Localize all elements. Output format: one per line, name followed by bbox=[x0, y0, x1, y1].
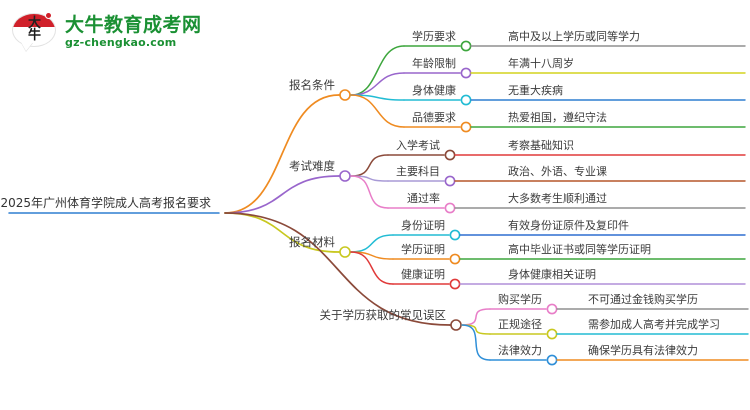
mindmap-node-dot[interactable] bbox=[339, 170, 351, 182]
mindmap-sub-label-1-2: 通过率 bbox=[407, 192, 440, 205]
logo-subtitle: gz-chengkao.com bbox=[65, 35, 177, 49]
mindmap-node-dot[interactable] bbox=[450, 319, 462, 331]
mindmap-sub-label-3-2: 法律效力 bbox=[498, 344, 542, 357]
mindmap-node-dot[interactable] bbox=[339, 246, 351, 258]
mindmap-leaf-label-0-3: 热爱祖国，遵纪守法 bbox=[508, 111, 607, 124]
mindmap-leaf-label-1-2: 大多数考生顺利通过 bbox=[508, 192, 607, 205]
mindmap-leaf-label-2-2: 身体健康相关证明 bbox=[508, 268, 596, 281]
mindmap-sub-label-2-2: 健康证明 bbox=[401, 268, 445, 281]
mindmap-connector bbox=[224, 212, 451, 326]
logo-mark: 大 牛 bbox=[12, 11, 58, 53]
mindmap-sub-label-0-1: 年龄限制 bbox=[412, 57, 456, 70]
mindmap-leaf-label-0-2: 无重大疾病 bbox=[508, 84, 563, 97]
logo-wordmark: 大牛教育成考网 gz-chengkao.com bbox=[65, 13, 202, 50]
mindmap-sub-label-0-0: 学历要求 bbox=[412, 30, 456, 43]
mindmap-connector bbox=[350, 251, 394, 285]
mindmap-connector bbox=[350, 45, 405, 96]
mindmap-connector bbox=[350, 154, 389, 177]
mindmap-sub-label-0-2: 身体健康 bbox=[412, 84, 456, 97]
mindmap-branch-label-1: 考试难度 bbox=[289, 159, 335, 173]
mindmap-sub-label-2-0: 身份证明 bbox=[401, 219, 445, 232]
mindmap-connector bbox=[350, 175, 389, 209]
mindmap-sub-label-3-1: 正规途径 bbox=[498, 318, 542, 331]
logo-bubble-cap bbox=[13, 14, 55, 27]
mindmap-leaf-label-3-0: 不可通过金钱购买学历 bbox=[588, 293, 698, 306]
site-logo: 大 牛 大牛教育成考网 gz-chengkao.com bbox=[12, 8, 242, 56]
logo-mark-line2: 牛 bbox=[27, 28, 41, 43]
mindmap-branch-label-0: 报名条件 bbox=[289, 78, 335, 92]
logo-bubble-tail bbox=[21, 42, 33, 51]
mindmap-root-label: 2025年广州体育学院成人高考报名要求 bbox=[0, 196, 211, 210]
mindmap-leaf-label-2-1: 高中毕业证书或同等学历证明 bbox=[508, 243, 651, 256]
mindmap-connector bbox=[224, 175, 340, 214]
mindmap-connector bbox=[350, 94, 405, 128]
mindmap-node-dot[interactable] bbox=[339, 89, 351, 101]
mindmap-sub-label-1-1: 主要科目 bbox=[396, 165, 440, 178]
mindmap-leaf-label-1-0: 考察基础知识 bbox=[508, 139, 574, 152]
mindmap-leaf-label-2-0: 有效身份证原件及复印件 bbox=[508, 219, 629, 232]
logo-mark-text: 大 牛 bbox=[15, 16, 53, 43]
mindmap-leaf-label-0-0: 高中及以上学历或同等学力 bbox=[508, 30, 640, 43]
mindmap-leaf-label-1-1: 政治、外语、专业课 bbox=[508, 165, 607, 178]
mindmap-connector bbox=[461, 324, 491, 361]
mindmap-connector bbox=[224, 94, 340, 214]
mindmap-leaf-label-3-2: 确保学历具有法律效力 bbox=[588, 344, 698, 357]
logo-red-dot-icon bbox=[45, 12, 52, 19]
mindmap-sub-label-1-0: 入学考试 bbox=[396, 139, 440, 152]
mindmap-connector bbox=[350, 72, 405, 96]
logo-mark-line1: 大 bbox=[27, 16, 41, 31]
mindmap-leaf-label-3-1: 需参加成人高考并完成学习 bbox=[588, 318, 720, 331]
mindmap-branch-label-2: 报名材料 bbox=[289, 235, 335, 249]
mindmap-sub-label-3-0: 购买学历 bbox=[498, 293, 542, 306]
mindmap-branch-label-3: 关于学历获取的常见误区 bbox=[319, 308, 447, 322]
mindmap-sub-label-0-3: 品德要求 bbox=[412, 111, 456, 124]
mindmap-leaf-label-0-1: 年满十八周岁 bbox=[508, 57, 574, 70]
logo-title: 大牛教育成考网 bbox=[65, 13, 202, 36]
mindmap-sub-label-2-1: 学历证明 bbox=[401, 243, 445, 256]
